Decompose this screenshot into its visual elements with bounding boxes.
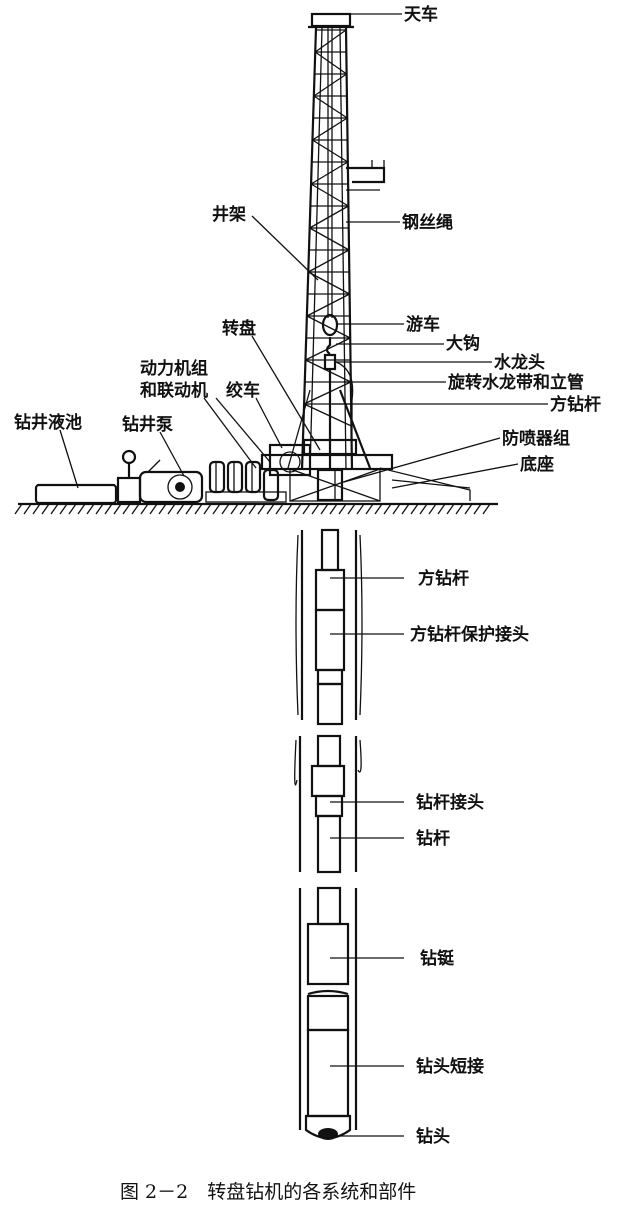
label-wire-rope: 钢丝绳 bbox=[402, 212, 453, 233]
mud-pump bbox=[116, 449, 204, 504]
drill-string bbox=[304, 528, 352, 1140]
kelly-saver-sub bbox=[314, 608, 346, 672]
wellbore bbox=[294, 530, 363, 1130]
labels: 天车 井架 钢丝绳 游车 大钩 水龙头 旋转水龙带和立管 方钻杆 转盘 动力机组… bbox=[14, 4, 601, 1147]
label-crown-block: 天车 bbox=[404, 4, 438, 25]
label-bit-sub: 钻头短接 bbox=[416, 1056, 484, 1077]
label-traveling-block: 游车 bbox=[406, 314, 440, 335]
label-kelly-saver-sub: 方钻杆保护接头 bbox=[410, 624, 529, 645]
label-tool-joint: 钻杆接头 bbox=[416, 792, 484, 813]
leader-lines bbox=[59, 13, 548, 1137]
kelly-lower bbox=[320, 528, 340, 572]
label-hook: 大钩 bbox=[446, 333, 480, 354]
label-kelly-downhole: 方钻杆 bbox=[418, 568, 469, 589]
label-drill-pipe: 钻杆 bbox=[416, 828, 450, 849]
crown-block bbox=[310, 12, 352, 28]
label-kelly: 方钻杆 bbox=[550, 394, 601, 415]
drawworks bbox=[268, 443, 312, 477]
ground bbox=[14, 502, 498, 515]
label-rotary-table: 转盘 bbox=[222, 318, 256, 339]
engines bbox=[205, 460, 287, 503]
label-drill-collar: 钻铤 bbox=[420, 948, 455, 969]
label-power-unit-line2: 和联动机 bbox=[140, 380, 208, 401]
figure-caption: 图 2－2 转盘钻机的各系统和部件 bbox=[120, 1181, 416, 1203]
label-bit: 钻头 bbox=[416, 1126, 450, 1147]
tool-joint bbox=[310, 764, 346, 798]
rotary-hose bbox=[335, 361, 354, 430]
derrick bbox=[287, 12, 386, 471]
label-substructure: 底座 bbox=[520, 454, 554, 475]
drill-pipe bbox=[316, 814, 342, 874]
bit-sub bbox=[306, 1028, 350, 1118]
label-power-unit-line1: 动力机组 bbox=[140, 358, 208, 379]
label-mud-pit: 钻井液池 bbox=[14, 412, 82, 433]
drill-collar bbox=[306, 922, 350, 986]
mud-pit bbox=[34, 483, 118, 505]
label-swivel: 水龙头 bbox=[494, 352, 545, 373]
label-derrick: 井架 bbox=[212, 204, 246, 225]
swivel bbox=[323, 353, 337, 371]
label-mud-pump: 钻井泵 bbox=[122, 414, 173, 435]
label-drawworks: 绞车 bbox=[226, 380, 260, 401]
traveling-block bbox=[321, 313, 339, 337]
bop-stack bbox=[316, 468, 344, 502]
hook bbox=[325, 337, 332, 355]
label-rotary-hose-standpipe: 旋转水龙带和立管 bbox=[447, 372, 584, 393]
label-bop-stack: 防喷器组 bbox=[502, 428, 570, 449]
drawworks-and-power bbox=[205, 443, 312, 503]
monkey-board bbox=[346, 166, 386, 184]
rotary-table bbox=[302, 438, 358, 456]
